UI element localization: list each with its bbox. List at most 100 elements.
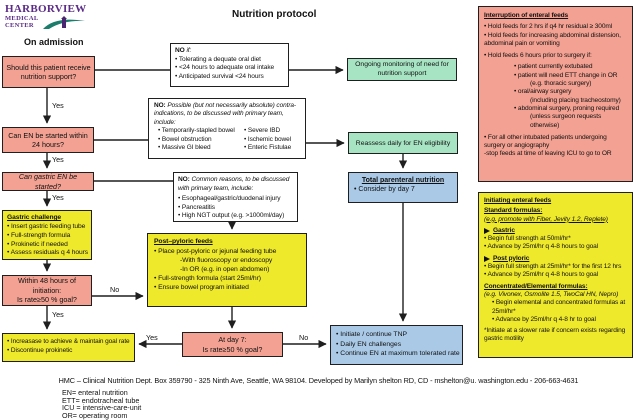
list-item: patient will need ETT change in OR	[484, 72, 627, 80]
list-item-note: -With fluoroscopy or endoscopy	[180, 256, 273, 264]
box-text: Is rate≥50 % goal?	[17, 295, 77, 305]
list-item: Full-strength formula	[7, 232, 87, 241]
list-item-note: (unless surgeon requests otherwise)	[530, 113, 602, 129]
box-no-contraindications: NO: Possible (but not necessarily absolu…	[148, 98, 306, 159]
section-examples: (e.g. Vivonex, Osmolite 1.5, TwoCal HN, …	[484, 290, 619, 298]
list-item: Enteric Fistulae	[244, 144, 291, 152]
list-item: Esophageal/gastric/duodenal injury	[178, 195, 293, 204]
section-examples: (e.g. promote with Fiber, Jevity 1.2, Re…	[484, 215, 608, 223]
list-item: Bowel obstruction	[158, 136, 244, 144]
initiating-panel: Initiating enteral feeds Standard formul…	[478, 192, 633, 358]
interruption-panel: Interruption of enteral feeds Hold feeds…	[478, 6, 633, 182]
arrow-bullet-icon	[484, 255, 490, 262]
list-item: Temporarily-stapled bowel	[158, 127, 244, 135]
on-admission-label: On admission	[24, 37, 84, 47]
list-item: Insert gastric feeding tube	[7, 223, 87, 232]
list-item: Prokinetic if needed	[7, 241, 87, 250]
list-item-note: -stop feeds at time of leaving ICU to go…	[484, 150, 612, 158]
list-item: Ensure bowel program initiated	[154, 284, 300, 293]
legend-item: OR= operating room	[62, 410, 128, 420]
list-item: Severe IBD	[244, 127, 291, 135]
list-item: Massive GI bleed	[158, 144, 244, 152]
list-item: Pancreatitis	[178, 204, 293, 213]
logo-text-line2: MEDICAL	[5, 15, 39, 22]
box-48h-rate-question: Within 48 hours of initiation: Is rate≥5…	[2, 275, 92, 306]
no-if-label: if:	[186, 47, 192, 54]
list-item: oral/airway surgery	[484, 88, 627, 96]
panel-title: Interruption of enteral feeds	[484, 12, 569, 19]
list-item: Daily EN challenges	[336, 340, 457, 350]
list-item: For all other intubated patients undergo…	[484, 134, 627, 151]
box-nutrition-support-question: Should this patient receive nutrition su…	[2, 56, 95, 88]
box-increase-goal-rate: Increasase to achieve & maintain goal ra…	[2, 333, 135, 362]
box-gastric-challenge: Gastric challenge Insert gastric feeding…	[2, 210, 92, 260]
list-item: Advance by 25ml/hr q 4-8 hours to goal	[484, 271, 627, 279]
yes-label: Yes	[52, 310, 64, 319]
list-item: Advance by 25ml/hr q 4-8 hr to goal	[492, 316, 627, 324]
list-item: Initiate / continue TNP	[336, 330, 457, 340]
section-heading: Concentrated/Elemental formulas:	[484, 282, 588, 290]
page-title: Nutrition protocol	[232, 9, 317, 20]
box-post-pyloric-feeds: Post–pyloric feeds Place post-pyloric or…	[147, 233, 307, 307]
list-item-note: -In OR (e.g. in open abdomen)	[180, 265, 270, 273]
box-text: Within 48 hours of initiation:	[18, 276, 76, 295]
list-item: abdominal surgery, proning required	[484, 105, 627, 113]
list-item: Consider by day 7	[354, 185, 452, 194]
yes-label: Yes	[52, 101, 64, 110]
box-text: Can gastric EN be started?	[18, 172, 78, 191]
box-gastric-en-question: Can gastric EN be started?	[2, 172, 94, 191]
box-initiate-continue-tnp: Initiate / continue TNP Daily EN challen…	[330, 325, 463, 365]
no-label: NO	[175, 47, 185, 54]
list-item: Assess residuals q 4 hours	[7, 249, 88, 258]
box-ongoing-monitoring: Ongoing monitoring of need for nutrition…	[347, 58, 457, 81]
list-item-note: (including placing tracheostomy)	[530, 96, 621, 104]
box-text: Reassess daily for EN eligibility	[355, 139, 451, 147]
box-no-if-criteria: NO if: Tolerating a dequate oral diet <2…	[170, 43, 289, 87]
no-label: No	[110, 285, 120, 294]
list-item: Ischemic bowel	[244, 136, 291, 144]
list-item: patient currently extubated	[484, 63, 627, 71]
footnote: *Initiate at a slower rate if concern ex…	[484, 327, 626, 343]
section-heading: Gastric	[493, 226, 515, 234]
list-item: Place post-pyloric or jejunal feeding tu…	[154, 248, 300, 257]
list-item: Begin elemental and concentrated formula…	[492, 299, 627, 316]
list-item: Hold feeds 6 hours prior to surgery if:	[484, 52, 627, 60]
box-text: Should this patient receive nutrition su…	[6, 62, 91, 81]
arrow-bullet-icon	[484, 228, 490, 235]
footer-credit: HMC – Clinical Nutrition Dept. Box 35979…	[58, 376, 579, 385]
list-item: Anticipated survival <24 hours	[175, 73, 284, 82]
logo-text-line1: HARBORVIEW	[5, 3, 87, 15]
box-no-common-reasons: NO: Common reasons, to be discussed with…	[173, 172, 298, 222]
box-en-24h-question: Can EN be started within 24 hours?	[2, 127, 94, 153]
no-label: No	[299, 333, 309, 342]
box-day7-rate-question: At day 7: Is rate≥50 % goal?	[182, 332, 283, 357]
list-item: Discontinue prokinetic	[7, 346, 130, 355]
list-item: Tolerating a dequate oral diet	[175, 56, 284, 65]
box-text: At day 7:	[218, 335, 247, 345]
list-item: Hold feeds for 2 hrs if q4 hr residual ≥…	[484, 23, 627, 31]
list-item: Continue EN at maximum tolerated rate	[336, 349, 459, 359]
list-item-note: (e.g. thoracic surgery)	[530, 80, 592, 88]
abbreviation-legend: EN= enteral nutrition ETT= endotracheal …	[62, 389, 141, 419]
list-item: Full-strength formula (start 25ml/hr)	[154, 275, 300, 284]
section-heading: Post pyloric	[493, 254, 530, 262]
legend-item: ETT= endotracheal tube	[62, 395, 140, 405]
yes-label: Yes	[52, 193, 64, 202]
box-text: Can EN be started within 24 hours?	[8, 130, 88, 149]
logo-text-line3: CENTER	[5, 22, 34, 30]
list-item: Advance by 25ml/hr q 4-8 hours to goal	[484, 243, 627, 251]
list-item: High NGT output (e.g. >1000ml/day)	[178, 212, 293, 221]
box-text: Ongoing monitoring of need for nutrition…	[355, 61, 449, 77]
list-item: <24 hours to adequate oral intake	[175, 64, 284, 73]
logo-swoosh-icon	[42, 16, 85, 29]
section-heading: Standard formulas:	[484, 207, 543, 215]
list-item: Increasase to achieve & maintain goal ra…	[7, 337, 130, 346]
panel-title: Initiating enteral feeds	[484, 197, 552, 204]
yes-label: Yes	[52, 155, 64, 164]
yes-label: Yes	[146, 333, 158, 342]
box-text: Is rate≥50 % goal?	[202, 344, 263, 354]
legend-item: ICU = intensive-care-unit	[62, 403, 142, 413]
box-reassess-daily: Reassess daily for EN eligibility	[348, 132, 458, 154]
